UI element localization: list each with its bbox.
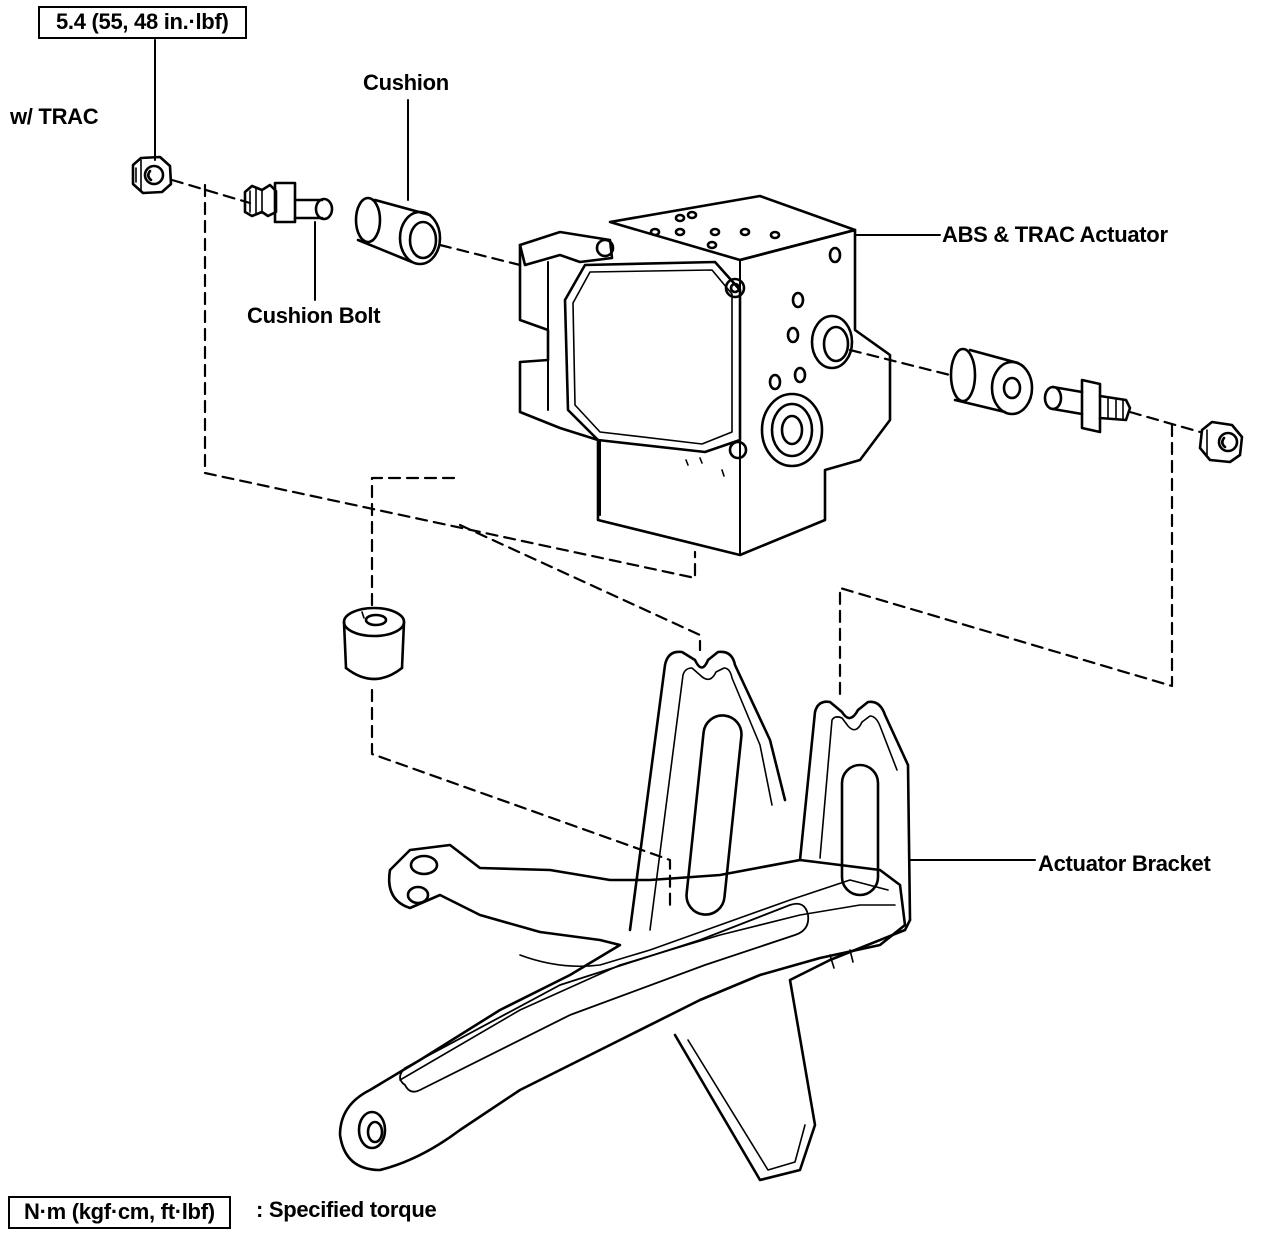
legend-units: N·m (kgf·cm, ft·lbf) <box>24 1199 215 1224</box>
cushion-bolt-right <box>1043 378 1132 434</box>
abs-trac-actuator <box>518 194 892 557</box>
cushion-left <box>354 196 442 266</box>
leader-lines <box>154 39 1036 861</box>
cushion-bolt-label: Cushion Bolt <box>247 303 381 328</box>
variant-label: w/ TRAC <box>10 104 99 129</box>
cushion-label: Cushion <box>363 70 449 95</box>
torque-spec-box: 5.4 (55, 48 in.·lbf) <box>38 6 247 39</box>
flange-nut-right <box>1198 420 1244 464</box>
actuator-label: ABS & TRAC Actuator <box>942 222 1168 247</box>
legend-description: : Specified torque <box>256 1197 437 1222</box>
cushion-lower <box>342 606 406 681</box>
bracket-label: Actuator Bracket <box>1038 851 1211 876</box>
torque-spec-value: 5.4 (55, 48 in.·lbf) <box>56 9 229 34</box>
actuator-bracket <box>338 650 912 1182</box>
cushion-bolt-left <box>243 181 334 224</box>
legend-units-box: N·m (kgf·cm, ft·lbf) <box>8 1196 231 1229</box>
assembly-dashed-lines <box>170 178 1202 907</box>
cushion-right <box>949 347 1034 416</box>
flange-nut-left <box>131 155 173 195</box>
